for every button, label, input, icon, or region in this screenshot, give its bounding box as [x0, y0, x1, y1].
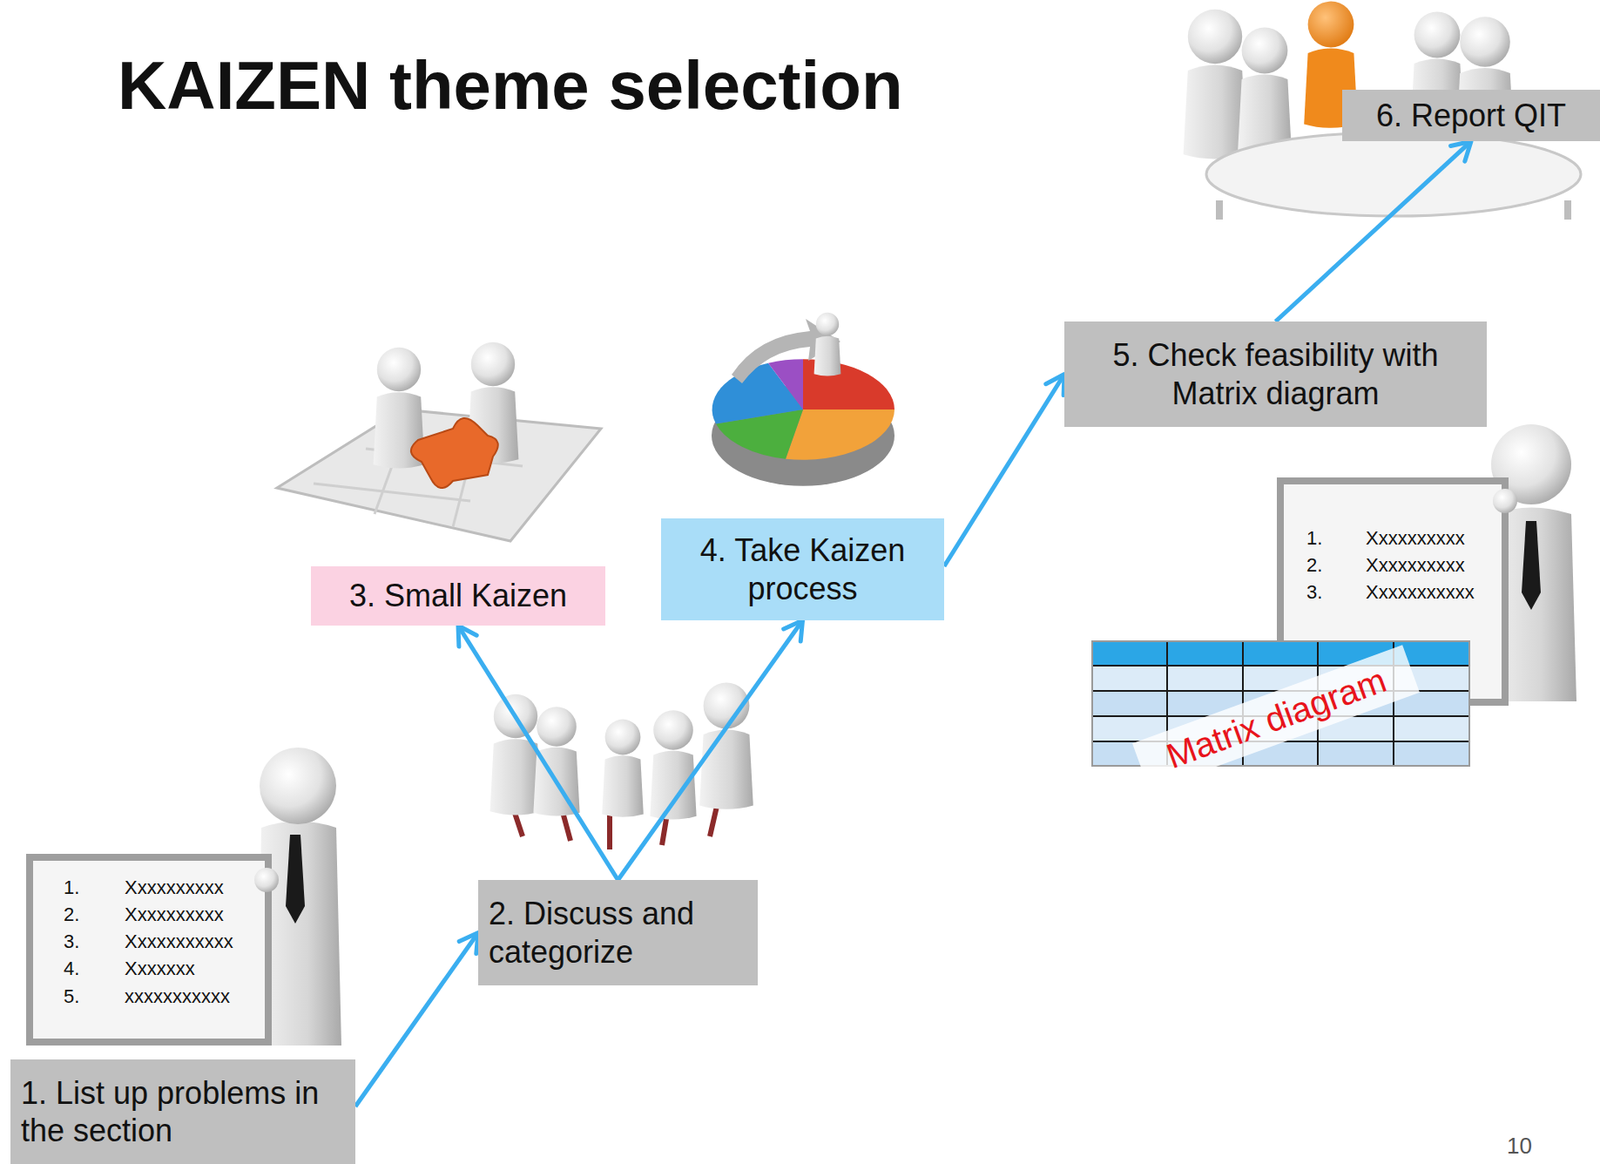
discussion-figure — [601, 719, 644, 817]
node-text: 3. Small Kaizen — [321, 576, 595, 615]
step-box: 6. Report QIT — [1342, 89, 1600, 142]
list-item: Xxxxxxxxxxx — [1365, 580, 1475, 604]
meeting-table — [1206, 132, 1581, 217]
node-text: 6. Report QIT — [1352, 96, 1590, 135]
flow-arrow — [944, 374, 1065, 567]
figure-hand — [1492, 488, 1518, 514]
list-number: 1. — [1306, 526, 1323, 550]
node-text: 5. Check feasibility with Matrix diagram — [1074, 336, 1477, 412]
arrow-shaft — [355, 932, 479, 1108]
node-text: 2. Discuss and categorize — [488, 894, 748, 970]
list-item: xxxxxxxxxxx — [124, 985, 230, 1008]
arrow-head — [458, 625, 477, 647]
list-item: Xxxxxxx — [124, 957, 196, 980]
discussion-group — [490, 682, 754, 850]
arrow-head — [783, 620, 804, 642]
pie-slice — [768, 358, 804, 410]
step-box: 5. Check feasibility with Matrix diagram — [1064, 321, 1487, 427]
matrix-table — [1092, 641, 1470, 791]
node-text: 1. List up problems in the section — [20, 1073, 345, 1149]
list-item: Xxxxxxxxxx — [1365, 553, 1465, 577]
option-box: 4. Take Kaizen process — [661, 518, 945, 621]
matrix-header — [1092, 641, 1470, 666]
page-title: KAIZEN theme selection — [117, 47, 904, 126]
arrow-shaft — [1275, 141, 1472, 322]
flow-arrow — [1275, 141, 1472, 322]
node-text: 4. Take Kaizen process — [671, 531, 934, 607]
list-number: 2. — [63, 903, 80, 926]
arrow-shaft — [944, 374, 1065, 567]
figure-head — [259, 747, 337, 824]
step-box: 1. List up problems in the section — [10, 1059, 356, 1164]
arrow-head — [1451, 141, 1472, 162]
meeting-figure — [1237, 27, 1292, 155]
option-box: 3. Small Kaizen — [310, 566, 606, 626]
arrow-head — [459, 932, 479, 954]
puzzle-board — [276, 409, 601, 541]
matrix-band — [1132, 644, 1420, 790]
list-board — [29, 857, 269, 1042]
figure-tie — [1521, 520, 1541, 610]
list-number: 4. — [63, 957, 80, 980]
arrow-shaft — [618, 620, 804, 880]
figure-tie — [285, 834, 305, 924]
page-number: 10 — [1506, 1132, 1533, 1160]
list-number: 2. — [1306, 553, 1323, 577]
arrow-head — [1046, 374, 1065, 396]
list-item: Xxxxxxxxxx — [1365, 526, 1465, 550]
puzzle-piece — [411, 418, 499, 488]
flow-arrow — [355, 932, 479, 1108]
step-box: 2. Discuss and categorize — [478, 879, 758, 986]
list-item: Xxxxxxxxxx — [124, 903, 224, 926]
list-number: 3. — [1306, 580, 1323, 604]
pie-runner — [814, 312, 842, 377]
figure-hand — [254, 867, 279, 892]
flow-arrow — [618, 620, 804, 880]
meeting-figure — [1183, 9, 1248, 160]
list-number: 3. — [63, 930, 80, 953]
discussion-figure — [490, 694, 542, 816]
flow-arrow — [458, 625, 619, 880]
puzzle-illustration — [276, 342, 601, 541]
list-number: 5. — [63, 985, 80, 1008]
list-item: Xxxxxxxxxx — [124, 876, 224, 899]
list-item: Xxxxxxxxxxx — [124, 930, 234, 953]
list-number: 1. — [63, 876, 80, 899]
pie-slice — [785, 409, 895, 460]
pie-chart-illustration — [711, 312, 895, 487]
arrow-shaft — [458, 625, 619, 880]
discussion-figure — [533, 706, 580, 816]
